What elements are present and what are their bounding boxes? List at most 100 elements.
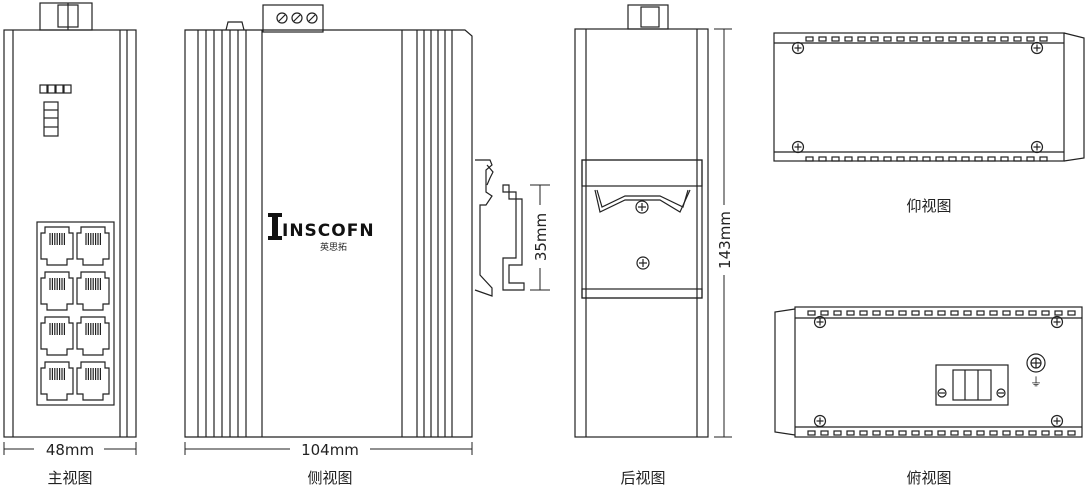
bottom-vent-notches	[805, 36, 1048, 162]
rj45-port	[40, 361, 74, 401]
vent-notch	[859, 430, 868, 436]
rear-view	[574, 4, 709, 438]
vent-notch	[1041, 430, 1050, 436]
vent-notch	[857, 36, 866, 42]
vent-notch	[870, 156, 879, 162]
vent-notch	[935, 156, 944, 162]
brand-logo-text: INSCOFN	[282, 221, 375, 241]
vent-notch	[937, 430, 946, 436]
led-indicator-block	[39, 84, 72, 137]
vent-notch	[924, 310, 933, 316]
vent-notch	[820, 430, 829, 436]
vent-notch	[844, 156, 853, 162]
front-view	[3, 2, 137, 438]
label-rear-view: 后视图	[620, 469, 665, 487]
vent-notch	[937, 310, 946, 316]
side-housing	[184, 29, 473, 438]
brand-logo-subtext: 英思拓	[320, 241, 347, 253]
vent-notch	[1054, 430, 1063, 436]
vent-notch	[961, 36, 970, 42]
rj45-port	[40, 226, 74, 266]
side-ribs-right	[401, 30, 453, 437]
vent-notch	[948, 156, 957, 162]
vent-notch	[961, 156, 970, 162]
vent-notch	[948, 36, 957, 42]
ground-screw	[1026, 353, 1046, 373]
vent-notch	[1015, 430, 1024, 436]
screw-icon	[813, 315, 827, 329]
vent-notch	[1026, 156, 1035, 162]
rj45-port-block	[36, 221, 115, 406]
vent-notch	[909, 36, 918, 42]
vent-notch	[870, 36, 879, 42]
vent-notch	[818, 36, 827, 42]
rj45-port	[76, 226, 110, 266]
label-side-view: 侧视图	[307, 469, 352, 487]
vent-notch	[1054, 310, 1063, 316]
ground-symbol: ⏚	[1030, 375, 1042, 389]
bottom-screws	[791, 41, 1044, 154]
vent-notch	[1002, 430, 1011, 436]
vent-notch	[818, 156, 827, 162]
dimension-lines	[3, 28, 732, 455]
vent-notch	[833, 310, 842, 316]
vent-notch	[1067, 430, 1076, 436]
screw-icon	[791, 41, 805, 55]
front-terminal-tab	[39, 2, 93, 31]
rj45-port	[76, 361, 110, 401]
dim-front-width: 48mm	[46, 441, 94, 459]
rj45-port	[40, 271, 74, 311]
screw-icon	[813, 414, 827, 428]
brand-logo: INSCOFN 英思拓	[268, 213, 375, 253]
vent-notch	[896, 36, 905, 42]
dim-rail-height: 35mm	[532, 213, 550, 261]
vent-notch	[898, 430, 907, 436]
vent-notch	[831, 156, 840, 162]
vent-notch	[922, 36, 931, 42]
screw-icon	[1050, 414, 1064, 428]
top-screws	[813, 315, 1064, 428]
vent-notch	[872, 430, 881, 436]
vent-notch	[976, 430, 985, 436]
label-front-view: 主视图	[47, 469, 92, 487]
vent-notch	[805, 36, 814, 42]
vent-notch	[857, 156, 866, 162]
rear-housing	[574, 28, 709, 438]
vent-notch	[846, 430, 855, 436]
vent-notch	[987, 36, 996, 42]
vent-notch	[883, 36, 892, 42]
vent-notch	[989, 430, 998, 436]
vent-notch	[974, 156, 983, 162]
vent-notch	[1039, 36, 1048, 42]
front-housing	[3, 29, 137, 438]
screw-icon	[1050, 315, 1064, 329]
vent-notch	[1039, 156, 1048, 162]
label-bottom-view: 仰视图	[906, 197, 951, 215]
vent-notch	[833, 430, 842, 436]
vent-notch	[909, 156, 918, 162]
vent-notch	[1015, 310, 1024, 316]
vent-notch	[872, 310, 881, 316]
top-vent-notches	[807, 310, 1076, 436]
rj45-port	[76, 316, 110, 356]
side-terminal-block	[262, 4, 324, 33]
rear-screw-1	[635, 200, 649, 214]
vent-notch	[976, 310, 985, 316]
power-terminal-block	[935, 364, 1009, 406]
bottom-view	[773, 32, 1085, 162]
bottom-housing	[773, 32, 1065, 162]
side-ribs-left	[197, 30, 263, 437]
vent-notch	[989, 310, 998, 316]
vent-notch	[1028, 430, 1037, 436]
dim-side-width: 104mm	[301, 441, 359, 459]
rj45-port	[76, 271, 110, 311]
vent-notch	[950, 430, 959, 436]
vent-notch	[1000, 36, 1009, 42]
vent-notch	[1067, 310, 1076, 316]
vent-notch	[885, 430, 894, 436]
vent-notch	[805, 156, 814, 162]
rj45-ports	[40, 226, 110, 401]
screw-icon	[1030, 140, 1044, 154]
vent-notch	[911, 310, 920, 316]
